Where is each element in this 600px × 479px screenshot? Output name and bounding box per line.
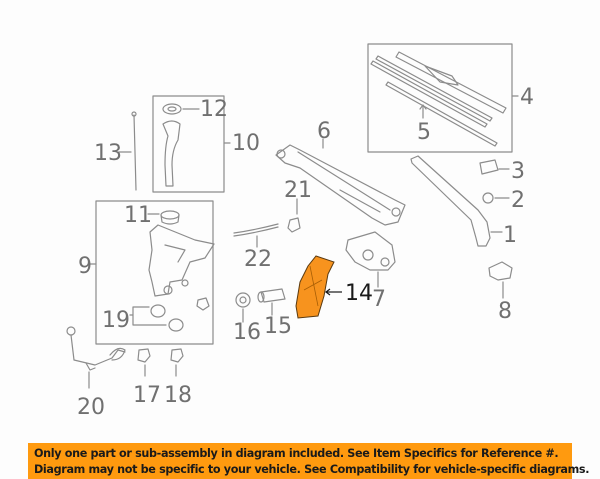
diagram-drawing [66, 43, 519, 389]
callout-3: 3 [511, 159, 525, 184]
disclaimer-banner: Only one part or sub-assembly in diagram… [28, 443, 590, 479]
callout-22: 22 [244, 247, 272, 272]
highlighted-part-14 [295, 255, 342, 319]
callout-16: 16 [233, 320, 261, 345]
callout-12: 12 [200, 97, 228, 122]
disclaimer-line-2: Diagram may not be specific to your vehi… [34, 463, 590, 476]
callout-10: 10 [232, 131, 260, 156]
callout-6: 6 [317, 119, 331, 144]
callout-11: 11 [124, 203, 152, 228]
callout-2: 2 [511, 188, 525, 213]
parts-diagram: 1 2 3 4 5 6 7 8 9 10 11 12 13 14 15 16 1… [66, 43, 534, 420]
callout-7: 7 [372, 287, 386, 312]
callout-17: 17 [133, 383, 161, 408]
callout-8: 8 [498, 299, 512, 324]
callout-18: 18 [164, 383, 192, 408]
callout-21: 21 [284, 178, 312, 203]
callout-14: 14 [345, 281, 373, 306]
callout-9: 9 [78, 254, 92, 279]
callout-20: 20 [77, 395, 105, 420]
callout-19: 19 [102, 308, 130, 333]
group-box-4 [367, 43, 513, 153]
callout-15: 15 [264, 314, 292, 339]
disclaimer-line-1: Only one part or sub-assembly in diagram… [34, 447, 559, 460]
callout-4: 4 [520, 85, 534, 110]
callout-13: 13 [94, 141, 122, 166]
callout-1: 1 [503, 223, 517, 248]
callout-5: 5 [417, 120, 431, 145]
